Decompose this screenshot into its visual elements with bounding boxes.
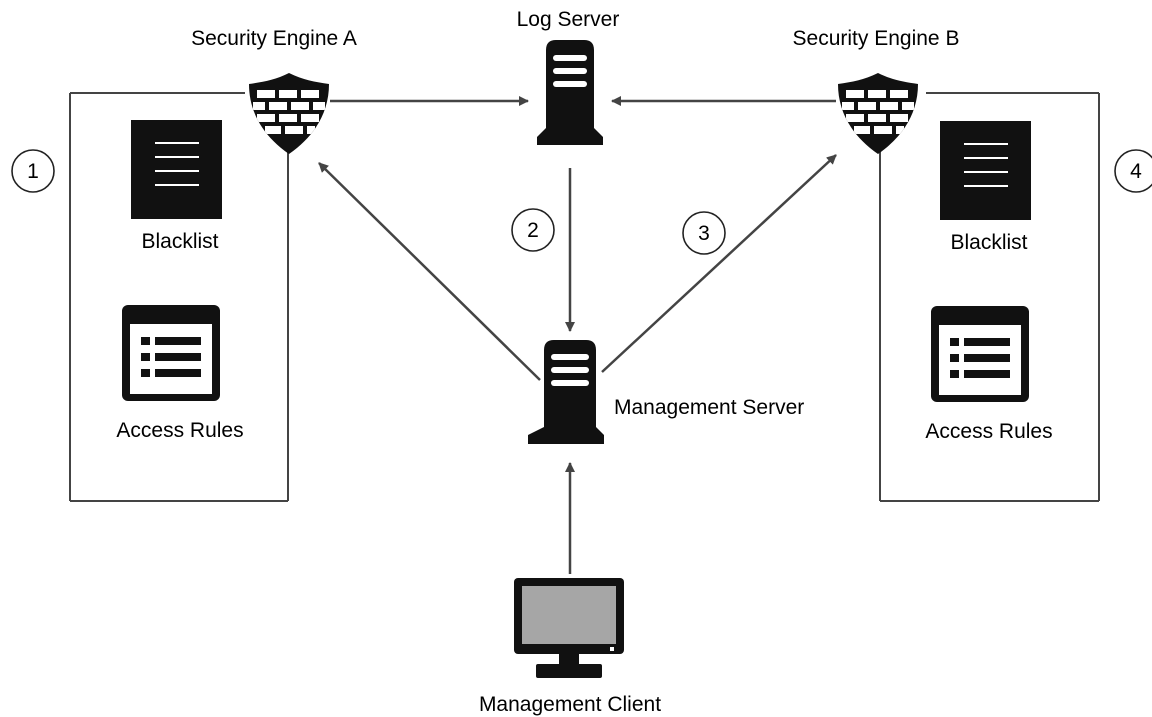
access-rules-label-a: Access Rules — [116, 419, 243, 442]
arrow-management-server-to-engine-a — [318, 162, 541, 381]
step-number-1: 1 — [27, 160, 39, 183]
step-number-4: 4 — [1130, 160, 1142, 183]
security-engine-a-label: Security Engine A — [191, 27, 357, 50]
access-rules-icon-b — [931, 306, 1029, 402]
blacklist-icon-b — [940, 121, 1031, 220]
step-number-2: 2 — [527, 219, 539, 242]
log-server-icon — [537, 40, 603, 145]
step-badge-4: 4 — [1114, 149, 1152, 193]
access-rules-icon-a — [122, 305, 220, 401]
monitor-icon — [514, 578, 624, 678]
management-server-label: Management Server — [614, 396, 804, 419]
blacklist-label-a: Blacklist — [141, 230, 218, 253]
step-badge-1: 1 — [11, 149, 55, 193]
panel-engine-b — [879, 92, 1100, 502]
step-number-3: 3 — [698, 222, 710, 245]
arrow-management-server-to-engine-b — [601, 154, 837, 373]
blacklist-icon-a — [131, 120, 222, 219]
management-server-icon — [528, 340, 604, 444]
management-client-label: Management Client — [479, 693, 661, 716]
blacklist-label-b: Blacklist — [950, 231, 1027, 254]
step-badge-2: 2 — [511, 208, 555, 252]
access-rules-label-b: Access Rules — [925, 420, 1052, 443]
firewall-shield-icon-b — [838, 73, 918, 154]
security-engine-b-label: Security Engine B — [793, 27, 960, 50]
firewall-shield-icon-a — [249, 73, 329, 154]
log-server-label: Log Server — [517, 8, 620, 31]
step-badge-3: 3 — [682, 211, 726, 255]
panel-engine-a — [69, 92, 289, 502]
